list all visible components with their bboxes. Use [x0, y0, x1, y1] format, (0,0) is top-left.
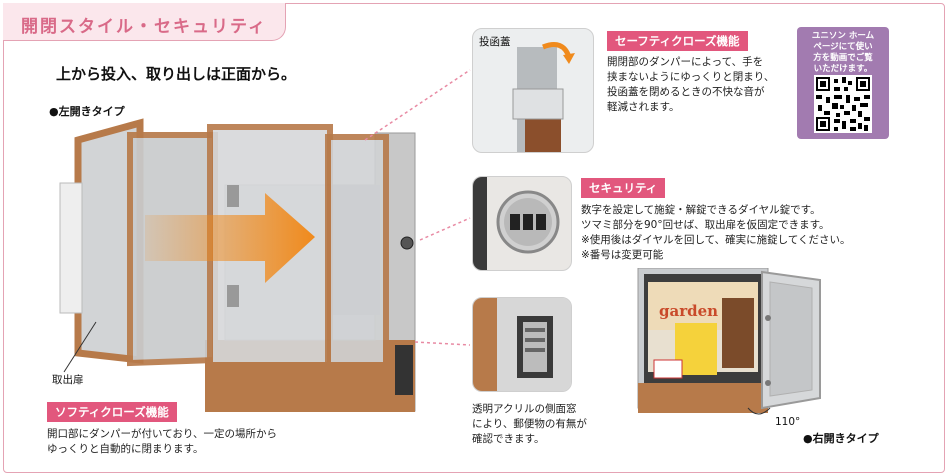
qr-caption: ユニソン ホーム ページにて使い 方を動画でご覧 いただけます。: [811, 31, 875, 74]
soft-close-text: 開口部にダンパーが付いており、一定の場所から ゆっくりと自動的に閉まります。: [47, 428, 277, 455]
side-window-text: 透明アクリルの側面窓 により、郵便物の有無が 確認できます。: [472, 403, 587, 445]
direction-arrow: [145, 193, 315, 283]
opening-angle-label: 110°: [775, 416, 801, 428]
left-opening-type-label: ●左開きタイプ: [49, 105, 125, 118]
soft-close-title: ソフティクローズ機能: [47, 402, 177, 422]
safety-close-text: 開閉部のダンパーによって、手を 挟まないようにゆっくりと閉まり、 投函蓋を閉める…: [607, 56, 775, 113]
dial-lock-small: [400, 236, 414, 250]
right-opening-type-label: ●右開きタイプ: [803, 432, 879, 445]
page-title: 開閉スタイル・セキュリティ: [21, 17, 267, 37]
safety-close-photo: [472, 28, 594, 153]
door-frame-front: [325, 134, 389, 368]
side-window-photo: [472, 297, 572, 392]
header-tab: 開閉スタイル・セキュリティ: [3, 3, 286, 41]
door-label: 取出扉: [52, 374, 84, 386]
security-title: セキュリティ: [581, 178, 666, 198]
qr-code-icon[interactable]: [814, 75, 872, 133]
main-mailbox-illustration: [59, 118, 416, 412]
lead-text: 上から投入、取り出しは正面から。: [56, 65, 297, 83]
security-text: 数字を設定して施錠・解錠できるダイヤル錠です。 ツマミ部分を90°回せば、取出扉…: [581, 204, 851, 261]
qr-box: ユニソン ホーム ページにて使い 方を動画でご覧 いただけます。: [797, 27, 889, 139]
safety-close-title: セーフティクローズ機能: [607, 31, 748, 51]
lid-label: 投函蓋: [479, 36, 511, 48]
page-frame: [3, 3, 945, 473]
door-pointer-line: [63, 321, 97, 373]
right-mailbox-illustration: [637, 268, 821, 415]
magazine-title: garden: [659, 302, 719, 320]
security-photo: [472, 176, 572, 271]
